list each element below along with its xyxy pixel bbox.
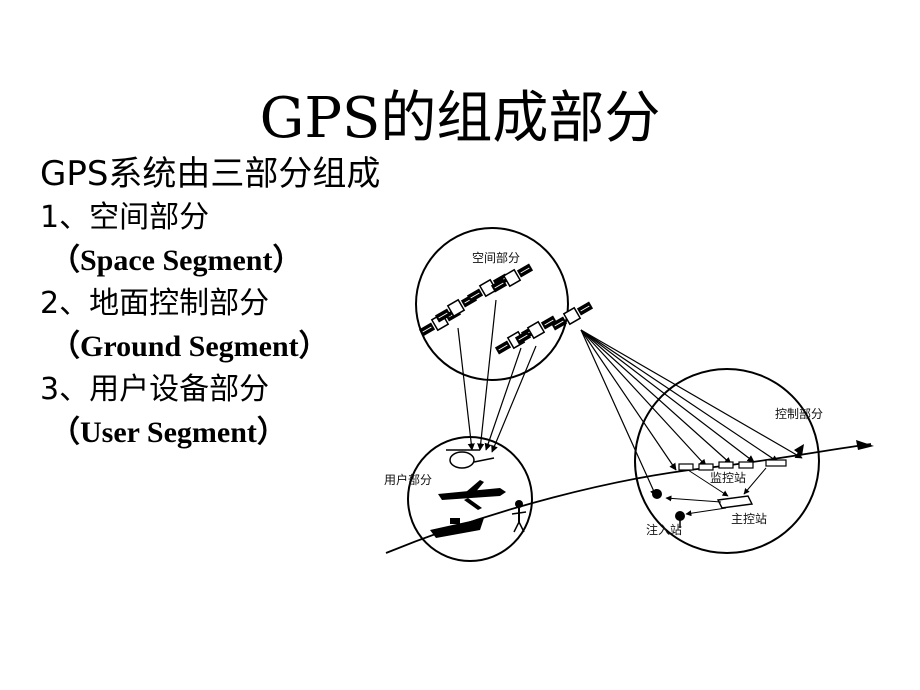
ship-icon xyxy=(430,518,484,538)
injection-station-label: 注入站 xyxy=(646,522,682,537)
master-station-label: 主控站 xyxy=(731,512,767,526)
helicopter-icon xyxy=(446,449,495,469)
satellite-icon xyxy=(513,313,559,347)
airplane-icon xyxy=(438,480,506,510)
horizon-arrow-icon xyxy=(856,440,874,450)
injection-station-icon xyxy=(652,489,685,528)
space-segment-circle xyxy=(415,227,569,381)
monitor-station-label: 监控站 xyxy=(710,471,746,485)
master-station-icon xyxy=(716,495,754,509)
gps-segments-diagram: 空间部分 控制部分 用户部分 监控站 主控站 注入站 xyxy=(384,227,874,562)
user-segment-label: 用户部分 xyxy=(384,472,432,487)
item-2-label: 2、地面控制部分 xyxy=(40,286,270,321)
person-icon xyxy=(511,500,527,533)
ground-antenna-icon xyxy=(794,444,804,456)
item-3-english: （User Segment） xyxy=(50,416,287,449)
lead-text: GPS系统由三部分组成 xyxy=(40,154,381,194)
space-segment-label: 空间部分 xyxy=(472,250,520,265)
control-segment-circle xyxy=(634,368,820,554)
slide-title: GPS的组成部分 xyxy=(259,86,661,151)
control-segment-label: 控制部分 xyxy=(775,406,823,421)
satellite-icon xyxy=(549,299,595,333)
item-1-label: 1、空间部分 xyxy=(40,200,210,235)
item-3-label: 3、用户设备部分 xyxy=(40,372,270,407)
satellite-icon xyxy=(489,261,535,295)
item-2-english: （Ground Segment） xyxy=(50,330,329,363)
monitor-station-icon xyxy=(678,459,787,471)
item-1-english: （Space Segment） xyxy=(50,244,303,277)
